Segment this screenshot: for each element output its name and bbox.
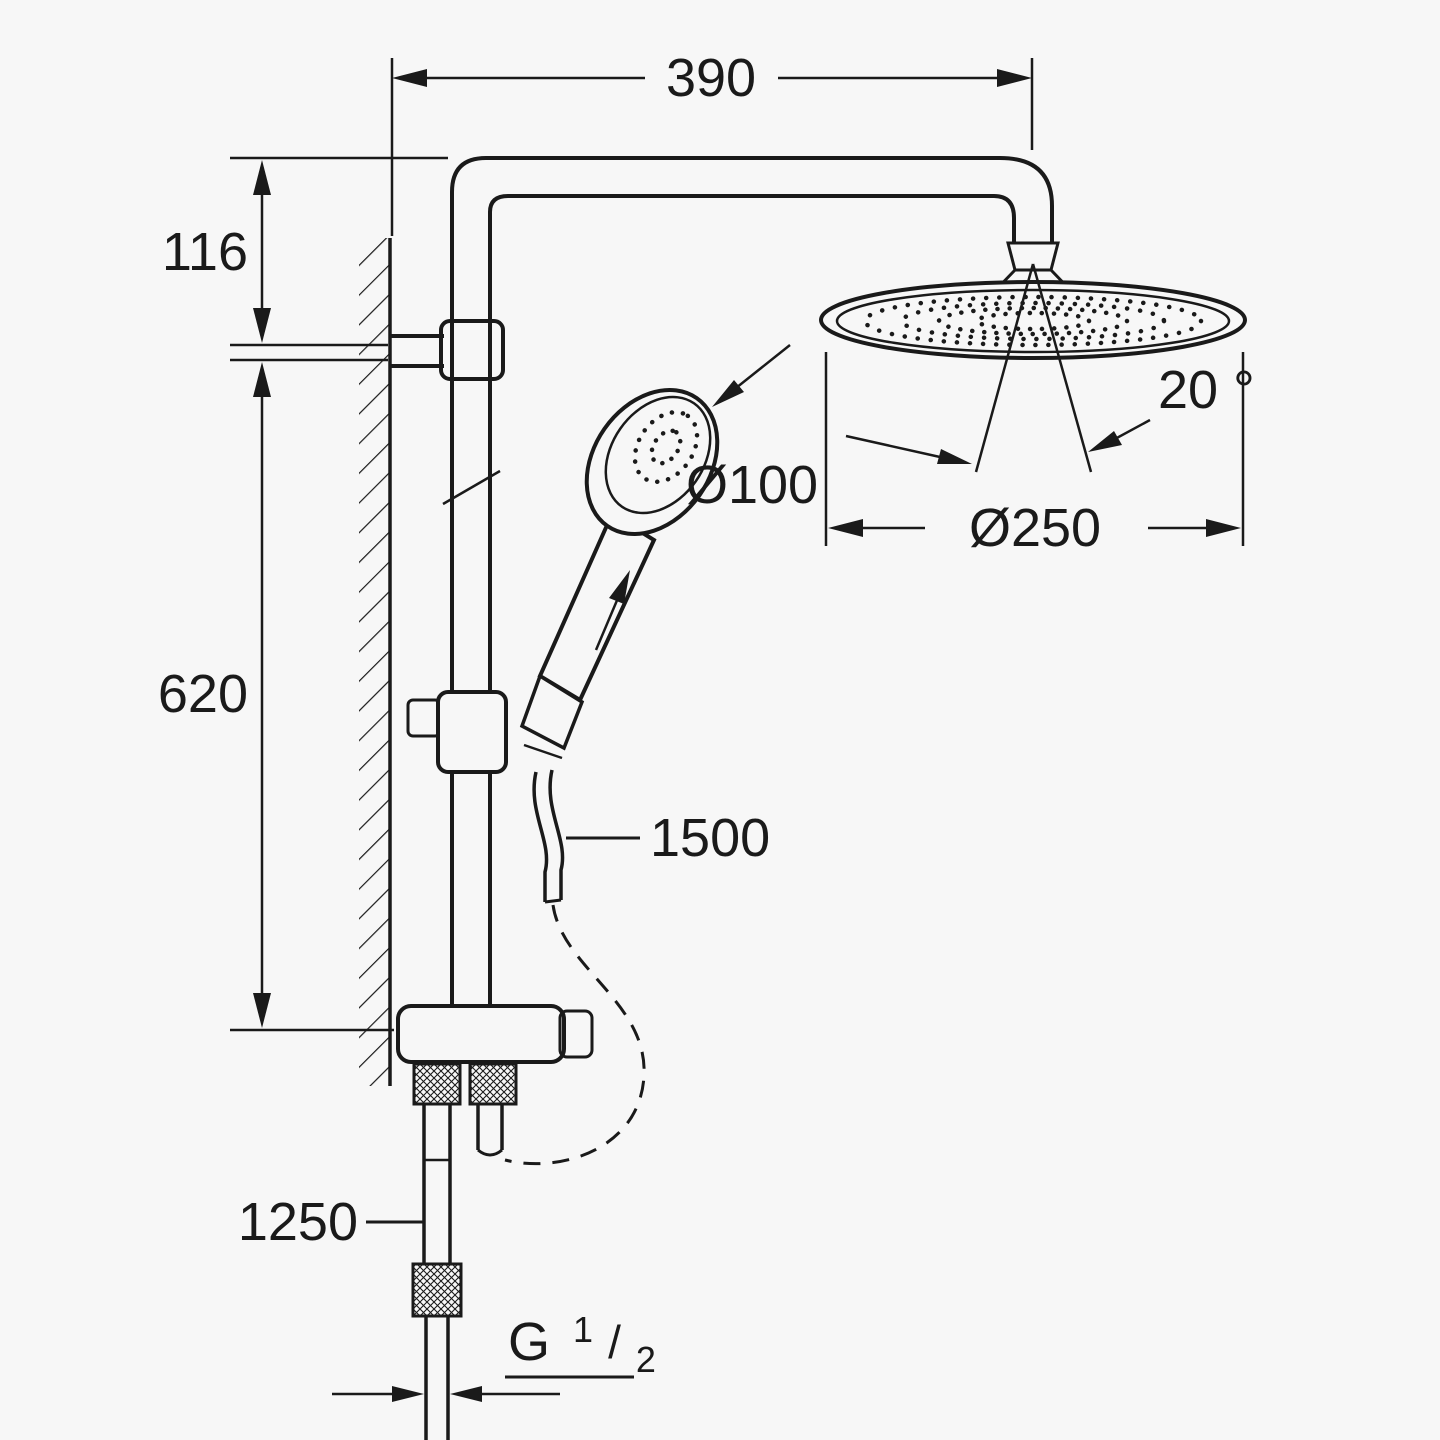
arrowhead — [253, 308, 271, 343]
dim-spray-angle-label: 20 ° — [1158, 360, 1255, 420]
hose-right-edge — [548, 769, 565, 900]
head-shower-face-ring — [835, 288, 1231, 354]
thread-denominator: 2 — [636, 1339, 656, 1380]
arrowhead — [1088, 431, 1122, 452]
head-shower-face — [819, 280, 1247, 360]
slider-knob — [406, 698, 442, 738]
angle-line-left — [974, 263, 1035, 473]
dim-head-diameter-label: Ø250 — [969, 498, 1101, 558]
hand-shower-nozzle-row-1 — [632, 409, 700, 485]
hand-shower-nozzle-row-2 — [649, 428, 683, 466]
hose-outlet-cap — [477, 1148, 503, 1157]
mixer-diverter-cap — [558, 1009, 594, 1059]
wall-mount-bracket — [390, 319, 505, 381]
arrowhead — [253, 993, 271, 1028]
dim-thread — [332, 1375, 634, 1402]
dim-arm-reach-label: 390 — [666, 48, 756, 108]
head-shower-nozzle-row-3 — [936, 305, 1130, 337]
dim-shower-hose-label: 1500 — [650, 808, 770, 868]
thread-numerator: 1 — [573, 1309, 593, 1350]
dim-rail-length-label: 620 — [158, 664, 248, 724]
hand-shower-head-ring — [604, 395, 712, 515]
hose-end-cap — [544, 898, 562, 904]
hand-shower-head — [584, 387, 720, 537]
shower-rail — [442, 156, 1054, 1008]
arrowhead — [253, 362, 271, 397]
thread-prefix: G — [508, 1312, 550, 1372]
arrowhead — [997, 69, 1032, 87]
dim-head-diameter — [824, 352, 1245, 546]
hand-shower-cone — [519, 673, 585, 751]
arrowhead — [392, 1386, 424, 1402]
arrowhead — [392, 69, 427, 87]
angle-line-right — [1031, 263, 1093, 473]
hand-shower — [519, 387, 720, 760]
head-shower-nozzle-row-2 — [899, 300, 1167, 342]
dim-hand-diameter-label: Ø100 — [686, 455, 818, 515]
arrowhead — [609, 570, 630, 604]
dim-thread-label: G 1 / 2 — [508, 1294, 656, 1380]
shower-hose — [504, 769, 646, 1166]
wall — [359, 238, 392, 1086]
dim-spray-angle — [845, 263, 1151, 473]
rail-inner-line — [488, 194, 1016, 1008]
dim-hand-diameter — [594, 344, 791, 651]
arrowhead — [828, 519, 863, 537]
dim-supply-hose-label: 1250 — [238, 1192, 358, 1252]
dim-top-offset-label: 116 — [162, 222, 248, 282]
dim-arm-reach — [390, 58, 1034, 236]
hand-shower-fitting — [523, 743, 563, 760]
thread-slash: / — [608, 1316, 621, 1368]
supply-hose-nut — [411, 1262, 463, 1318]
head-shower-nozzle-row-4 — [974, 310, 1092, 332]
arrowhead — [253, 160, 271, 195]
mixer — [396, 1004, 594, 1440]
hand-shower-handle — [537, 511, 657, 703]
arrowhead — [937, 449, 972, 464]
arrowhead — [1206, 519, 1241, 537]
hose-dashed-loop — [504, 904, 646, 1166]
arrowhead — [712, 380, 744, 407]
head-shower — [819, 241, 1247, 360]
dim-rail-length — [230, 358, 394, 1032]
mixer-nut-left — [412, 1062, 462, 1106]
slider-collar — [436, 690, 508, 774]
dim-top-offset — [230, 156, 448, 347]
mixer-nut-right — [468, 1062, 518, 1106]
head-shower-nozzle-row-1 — [862, 294, 1204, 348]
rail-slider-holder — [406, 690, 508, 774]
mixer-body — [396, 1004, 566, 1064]
rail-break-mark — [442, 469, 501, 506]
arrowhead — [450, 1386, 482, 1402]
hose-left-edge — [532, 771, 549, 902]
wall-hatch — [359, 238, 390, 1086]
rail-outer-line — [450, 156, 1054, 1008]
